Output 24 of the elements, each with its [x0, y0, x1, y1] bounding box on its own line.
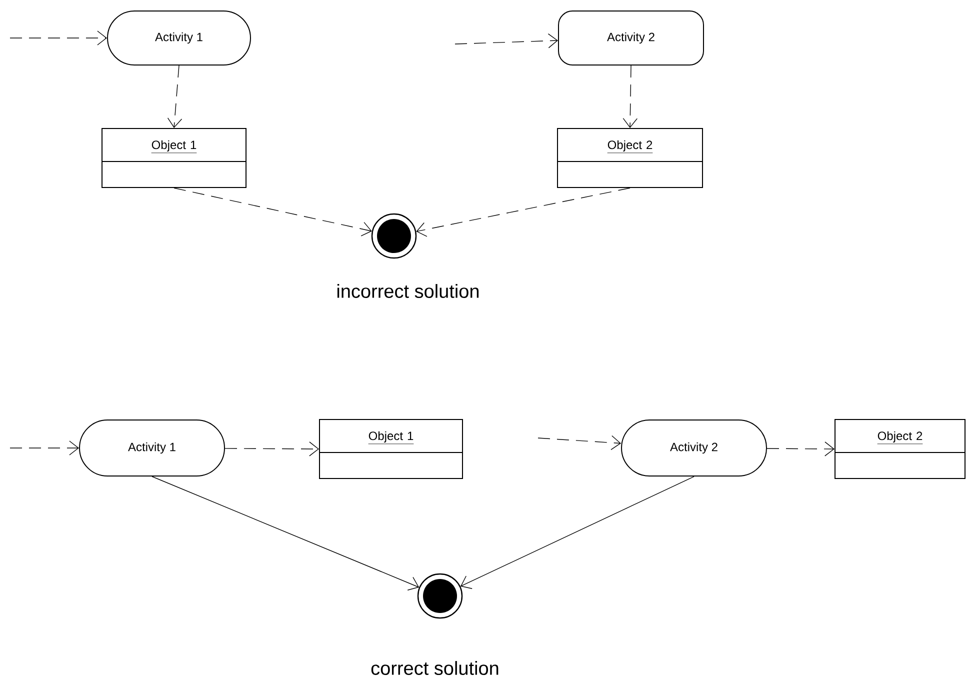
arrow — [766, 442, 834, 456]
arrow — [224, 442, 320, 456]
activity-node: Activity 1 — [79, 420, 225, 476]
arrow — [10, 30, 107, 46]
arrow — [152, 476, 420, 590]
final-state — [417, 573, 463, 619]
arrow — [622, 65, 638, 128]
object-box: Object 1 — [102, 128, 246, 188]
object-box: Object 2 — [557, 128, 703, 188]
final-state — [371, 213, 417, 259]
arrow — [10, 440, 79, 456]
object-box: Object 2 — [834, 419, 966, 479]
arrow — [416, 188, 630, 237]
arrow — [174, 188, 372, 236]
activity-node: Activity 2 — [621, 420, 767, 476]
caption-text: incorrect solution — [337, 284, 479, 298]
object-box: Object 1 — [319, 419, 463, 479]
activity-node: Activity 2 — [558, 10, 704, 66]
arrow — [167, 65, 182, 128]
arrow — [460, 476, 694, 589]
arrow — [538, 435, 621, 450]
activity-node: Activity 1 — [107, 10, 251, 66]
caption-text: correct solution — [371, 661, 498, 675]
arrow — [454, 33, 558, 48]
